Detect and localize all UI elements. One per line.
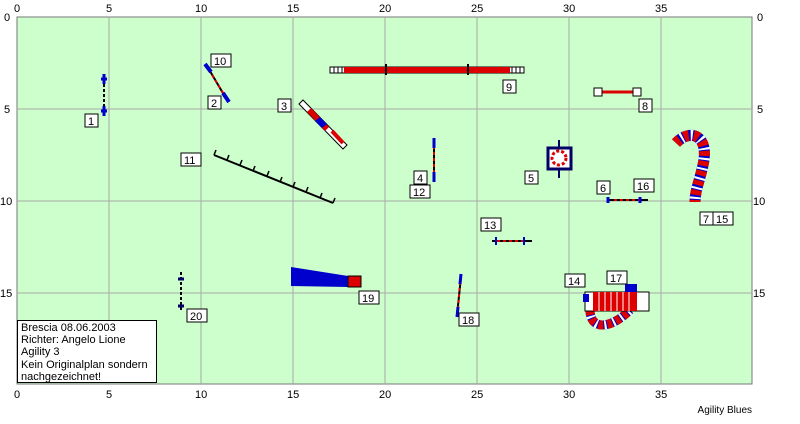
y-tick: 0: [757, 12, 763, 24]
label-3: 3: [277, 98, 292, 113]
label-1-text: 1: [88, 116, 94, 128]
y-tick: 0: [4, 12, 10, 24]
label-15: 15: [712, 211, 734, 226]
obstacle-jump-18: [455, 273, 463, 318]
obstacle-tire-5: [546, 140, 573, 178]
x-tick: 35: [655, 3, 667, 15]
y-tick: 10: [753, 196, 765, 208]
label-13-text: 13: [484, 220, 496, 232]
label-11: 11: [180, 152, 202, 167]
x-tick: 15: [287, 389, 299, 401]
x-axis-top: 0 5 10 15 20 25 30 35: [14, 3, 667, 15]
label-7: 7: [699, 211, 714, 226]
label-15-text: 15: [716, 214, 728, 226]
x-tick: 10: [195, 389, 207, 401]
label-9: 9: [502, 79, 517, 94]
x-tick: 0: [14, 3, 20, 15]
info-line-judge: Richter: Angelo Lione: [21, 334, 126, 347]
label-9-text: 9: [506, 82, 512, 94]
label-17-text: 17: [610, 273, 622, 285]
label-20-text: 20: [190, 311, 202, 323]
label-16-text: 16: [637, 181, 649, 193]
label-19: 19: [358, 290, 380, 305]
x-tick: 5: [106, 389, 112, 401]
label-2: 2: [207, 95, 222, 110]
label-13: 13: [480, 217, 502, 232]
label-5-text: 5: [528, 173, 534, 185]
label-8: 8: [638, 98, 653, 113]
x-tick: 25: [471, 3, 483, 15]
obstacle-weave-11: [213, 149, 336, 204]
label-16: 16: [633, 178, 655, 193]
label-4: 4: [413, 170, 428, 185]
label-1: 1: [84, 113, 99, 128]
label-18-text: 18: [462, 315, 474, 327]
info-line-note-1: Kein Originalplan sondern: [21, 358, 148, 371]
obstacle-chute-19: [291, 267, 362, 288]
x-tick: 20: [379, 3, 391, 15]
label-6-text: 6: [600, 183, 606, 195]
x-tick: 5: [106, 3, 112, 15]
x-tick: 15: [287, 3, 299, 15]
label-2-text: 2: [211, 98, 217, 110]
label-12: 12: [409, 184, 431, 199]
obstacle-jump-1: [101, 74, 107, 116]
course-info-box: Brescia 08.06.2003 Richter: Angelo Lione…: [17, 320, 157, 383]
label-14: 14: [564, 273, 586, 288]
x-tick: 30: [563, 3, 575, 15]
label-12-text: 12: [413, 187, 425, 199]
label-4-text: 4: [417, 173, 423, 185]
obstacle-jump-2-10: [203, 62, 231, 104]
obstacle-jump-6-16: [606, 197, 648, 203]
obstacle-jump-13: [492, 237, 532, 245]
label-18: 18: [458, 312, 480, 327]
obstacle-jump-8: [593, 87, 642, 97]
y-tick: 5: [4, 104, 10, 116]
label-10: 10: [210, 53, 232, 68]
x-tick: 10: [195, 3, 207, 15]
label-5: 5: [524, 170, 539, 185]
number-labels: 1 10 2 3 9 8 11 4 12 5 6 16 7 15 13 14 1…: [84, 53, 734, 327]
info-line-venue-date: Brescia 08.06.2003: [21, 322, 116, 334]
obstacle-tunnel-14-17: [583, 284, 650, 330]
obstacle-jump-20: [178, 272, 184, 311]
label-3-text: 3: [281, 101, 287, 113]
y-tick: 5: [757, 104, 763, 116]
info-line-class: Agility 3: [21, 346, 60, 359]
y-axis-right: 0 5 10 15: [753, 12, 765, 300]
label-8-text: 8: [642, 101, 648, 113]
label-11-text: 11: [184, 155, 195, 167]
label-7-text: 7: [703, 214, 709, 226]
label-20: 20: [186, 308, 208, 323]
label-19-text: 19: [362, 293, 374, 305]
footer-credit: Agility Blues: [697, 405, 752, 416]
x-tick: 35: [655, 389, 667, 401]
x-tick: 0: [14, 389, 20, 401]
label-14-text: 14: [568, 276, 580, 288]
info-line-note-2: nachgezeichnet!: [21, 370, 102, 383]
label-6: 6: [596, 180, 611, 195]
y-tick: 10: [0, 196, 12, 208]
label-17: 17: [606, 270, 628, 285]
y-tick: 15: [753, 288, 765, 300]
y-tick: 15: [0, 288, 12, 300]
obstacle-tunnel-7-15: [671, 129, 710, 203]
x-tick: 20: [379, 389, 391, 401]
label-10-text: 10: [214, 56, 226, 68]
y-axis-left: 0 5 10 15: [0, 12, 12, 300]
x-axis-bottom: 0 5 10 15 20 25 30 35: [14, 389, 667, 401]
x-tick: 25: [471, 389, 483, 401]
x-tick: 30: [563, 389, 575, 401]
obstacle-dogwalk-9: [329, 64, 525, 75]
obstacle-board-3: [298, 99, 348, 150]
